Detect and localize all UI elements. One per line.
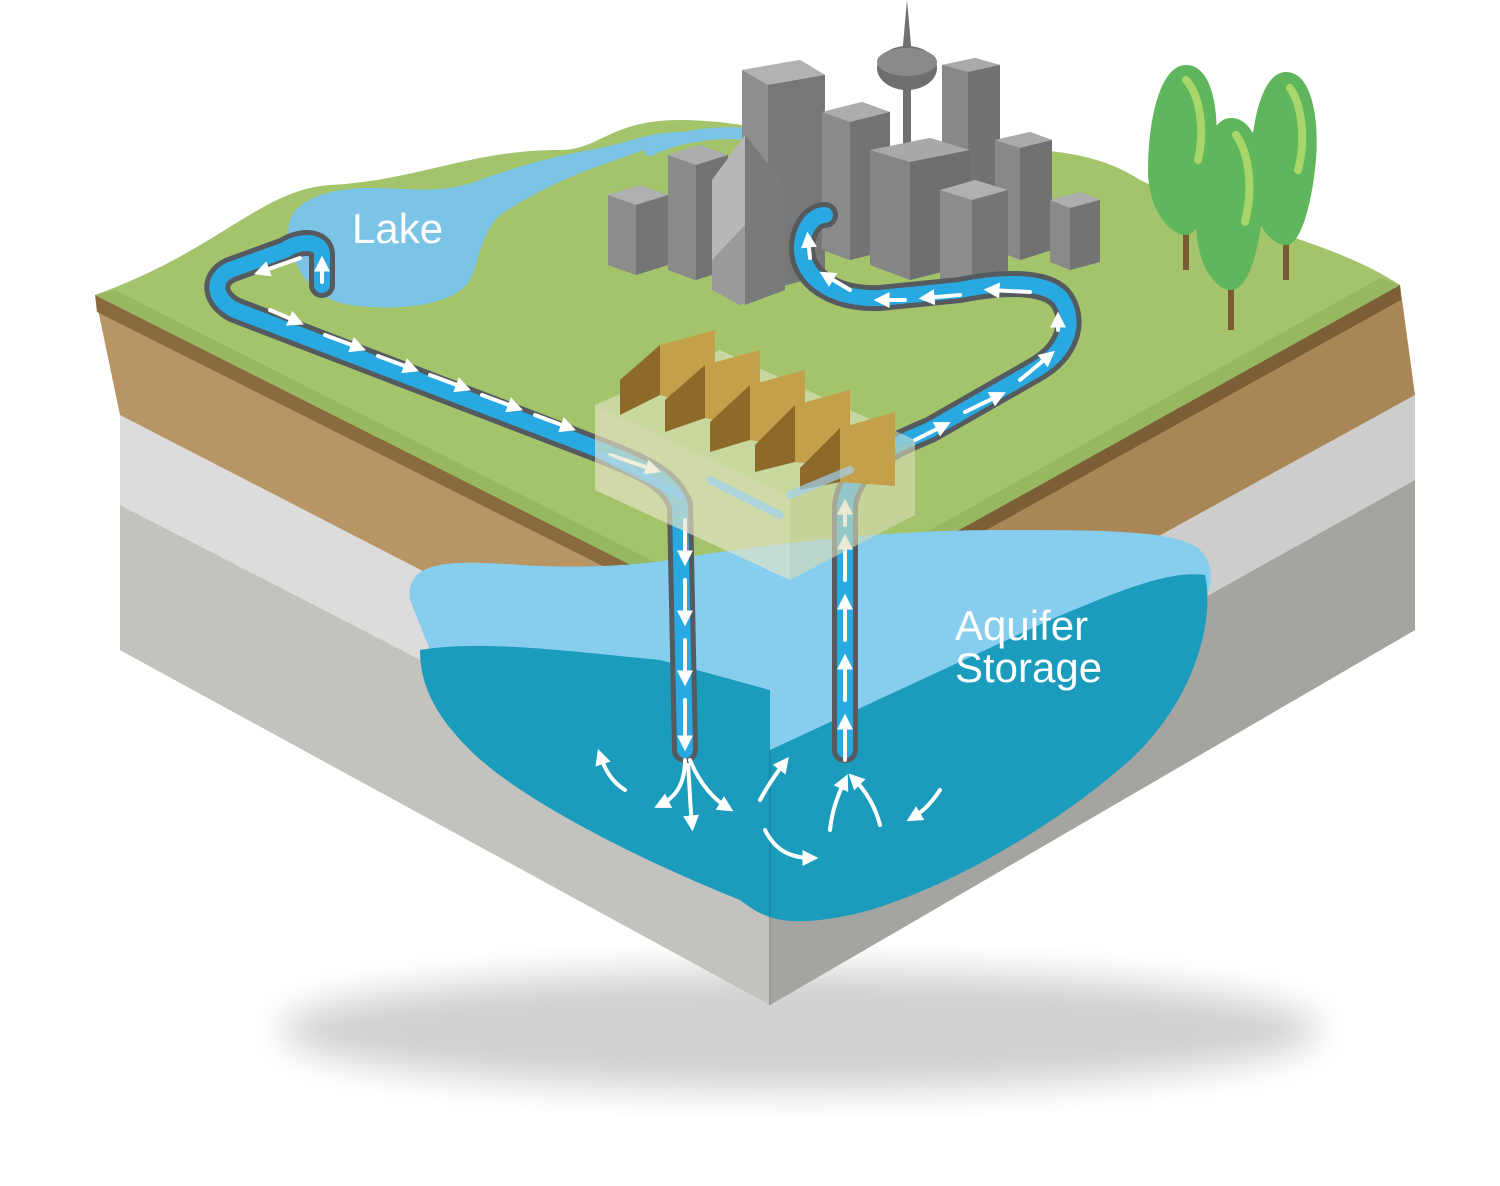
lake xyxy=(288,131,700,308)
aquifer-label-line1: Aquifer xyxy=(955,602,1088,649)
aquifer-label-line2: Storage xyxy=(955,644,1102,691)
aquifer-flow-arrows xyxy=(595,748,942,866)
treatment-plant-icon xyxy=(595,330,915,580)
aquifer-deep-zone xyxy=(420,574,1208,922)
aquifer xyxy=(409,530,1211,922)
lake-label: Lake xyxy=(352,205,443,252)
block-shadow xyxy=(280,970,1320,1090)
tree-icon xyxy=(1148,65,1317,330)
